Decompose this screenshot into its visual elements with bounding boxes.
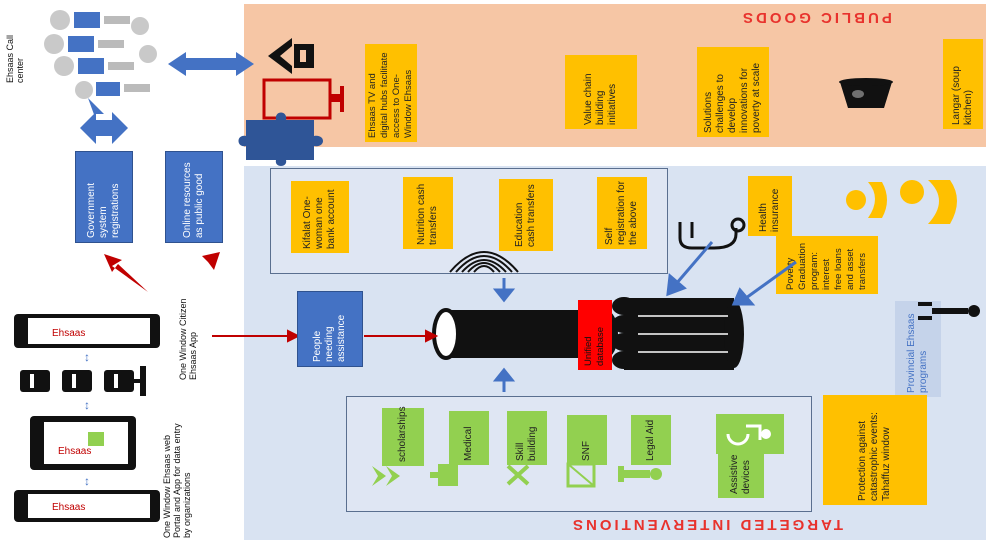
- service-icons-row: [372, 462, 662, 488]
- online-resources-box: Online resources as public good: [165, 151, 223, 243]
- wheelchair-person-icon: [918, 302, 980, 320]
- fingerprint-icon: [449, 251, 519, 273]
- family-icon: [846, 180, 957, 224]
- citizen-app-caption: One Window Citizen Ehsaas App: [178, 298, 198, 380]
- portal-logo-text: Ehsaas: [58, 446, 91, 457]
- web-portal-tablet-icon: Ehsaas: [30, 416, 136, 470]
- targeted-bottom-bar: [244, 514, 986, 540]
- link-arrow-3: ↕: [84, 474, 90, 488]
- cooking-pot-icon: [839, 78, 893, 108]
- call-center-label: Ehsaas Call center: [5, 34, 25, 83]
- people-needing-assistance-box: People needing assistance: [297, 291, 363, 367]
- accessibility-icon: [716, 414, 784, 454]
- app-logo-text: Ehsaas: [52, 328, 85, 339]
- link-arrow-1: ↕: [84, 350, 90, 364]
- web-portal-caption: One Window Ehsaas web Portal and App for…: [162, 423, 192, 538]
- government-registration-box: Government system registrations: [75, 151, 133, 243]
- stethoscope-icon: [678, 217, 746, 250]
- org-logo-text: Ehsaas: [52, 502, 85, 513]
- house-icon: [268, 38, 314, 74]
- tv-icon: [262, 78, 344, 120]
- citizen-app-phone-icon: Ehsaas: [14, 314, 160, 348]
- organization-app-phone-icon: Ehsaas: [14, 490, 160, 522]
- server-racks-icon: [20, 366, 146, 396]
- puzzle-piece-icon: [238, 112, 323, 166]
- link-arrow-2: ↕: [84, 398, 90, 412]
- call-center-people-icon: [44, 10, 157, 99]
